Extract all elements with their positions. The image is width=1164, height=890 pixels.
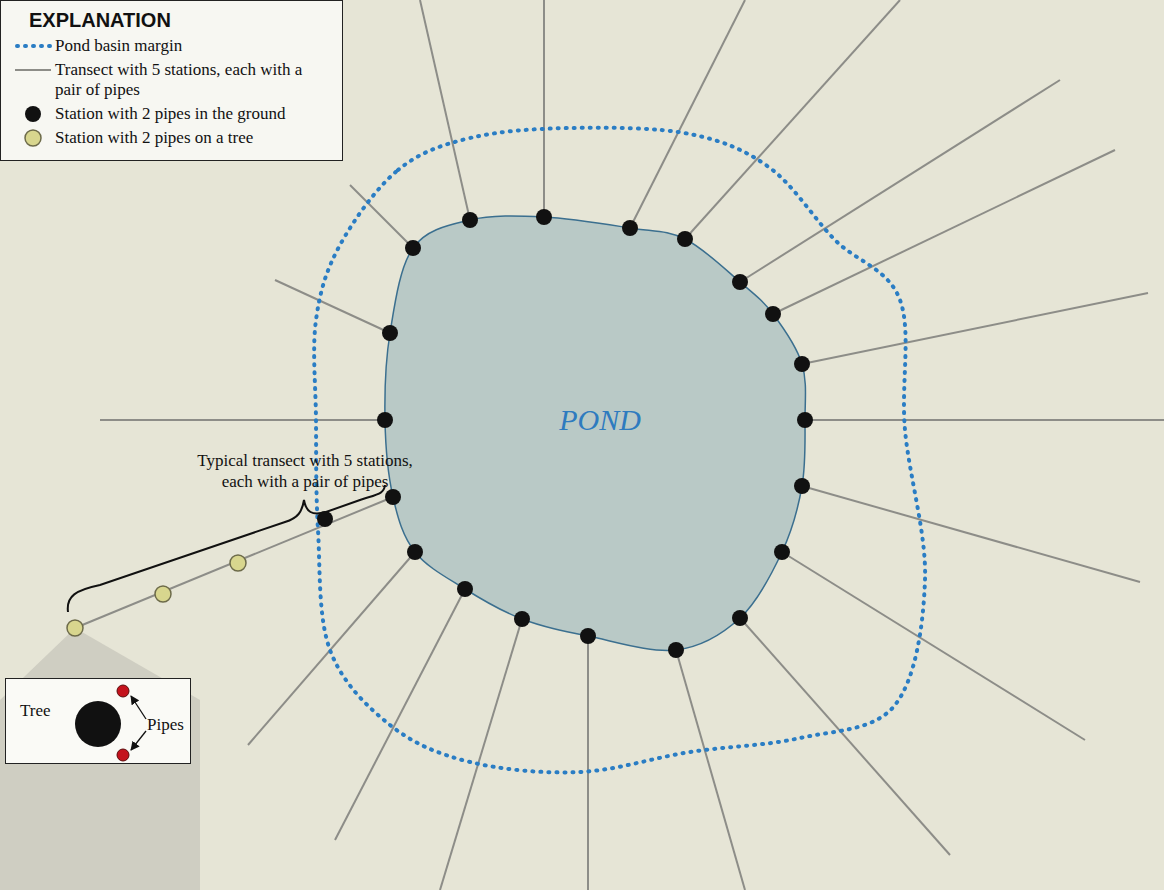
leader-line <box>131 696 146 719</box>
pipe <box>117 749 129 761</box>
ground-station <box>407 544 423 560</box>
transect-line <box>630 0 745 228</box>
transect-line <box>782 552 1085 740</box>
legend-sample <box>11 60 55 80</box>
legend-text: Pond basin margin <box>55 36 325 56</box>
callout-label: Typical transect with 5 stations, each w… <box>190 450 420 492</box>
ground-station <box>765 306 781 322</box>
pipe <box>117 685 129 697</box>
legend-title: EXPLANATION <box>29 9 332 32</box>
transect-line <box>805 419 1164 421</box>
transect-line <box>75 497 393 628</box>
tree-station <box>67 620 83 636</box>
pipes-label: Pipes <box>147 715 184 735</box>
transect-line <box>802 293 1148 364</box>
ground-station <box>405 240 421 256</box>
transect-line <box>802 486 1140 582</box>
pond-water <box>385 216 806 650</box>
legend-text: Transect with 5 stations, each with a pa… <box>55 60 325 100</box>
ground-station <box>622 220 638 236</box>
legend-row: Station with 2 pipes on a tree <box>11 128 332 148</box>
ground-station <box>462 212 478 228</box>
legend-sample <box>11 128 55 148</box>
tree-label: Tree <box>20 701 51 721</box>
transect-line <box>587 636 589 890</box>
callout-bracket <box>68 485 385 612</box>
tree-trunk <box>75 701 121 747</box>
legend-row: Station with 2 pipes in the ground <box>11 104 332 124</box>
legend-sample <box>11 104 55 124</box>
transect-line <box>335 589 465 840</box>
transect-line <box>773 150 1115 314</box>
transect-line <box>685 0 900 239</box>
ground-station <box>732 610 748 626</box>
legend-text: Station with 2 pipes in the ground <box>55 104 325 124</box>
ground-station <box>668 642 684 658</box>
legend-sample <box>11 36 55 56</box>
ground-station <box>794 478 810 494</box>
ground-station <box>794 356 810 372</box>
transect-line <box>248 552 415 745</box>
tree-inset: TreePipes <box>5 678 191 764</box>
transect-line <box>440 619 522 890</box>
ground-station <box>514 611 530 627</box>
transect-line <box>275 280 390 333</box>
transect-line <box>740 80 1060 282</box>
legend-text: Station with 2 pipes on a tree <box>55 128 325 148</box>
leader-line <box>131 731 146 750</box>
ground-station <box>677 231 693 247</box>
legend-row: Pond basin margin <box>11 36 332 56</box>
ground-station <box>797 412 813 428</box>
ground-station <box>385 489 401 505</box>
ground-station <box>536 209 552 225</box>
inset-fan <box>0 628 200 890</box>
ground-station <box>317 511 333 527</box>
transect-line <box>740 618 950 855</box>
ground-station <box>774 544 790 560</box>
pond-region: POND <box>370 200 820 665</box>
tree-stations <box>67 511 333 636</box>
ground-station <box>457 581 473 597</box>
transect-line <box>543 0 545 217</box>
transect-line <box>420 0 470 220</box>
tree-station <box>230 555 246 571</box>
pond-label: POND <box>559 403 641 437</box>
tree-station <box>155 586 171 602</box>
legend-box: EXPLANATION Pond basin marginTransect wit… <box>0 0 343 161</box>
ground-station <box>580 628 596 644</box>
legend-row: Transect with 5 stations, each with a pa… <box>11 60 332 100</box>
ground-station <box>732 274 748 290</box>
ground-station <box>377 412 393 428</box>
basin-margin <box>314 128 925 773</box>
ground-station <box>382 325 398 341</box>
transect-line <box>100 419 385 421</box>
transect-line <box>676 650 745 890</box>
